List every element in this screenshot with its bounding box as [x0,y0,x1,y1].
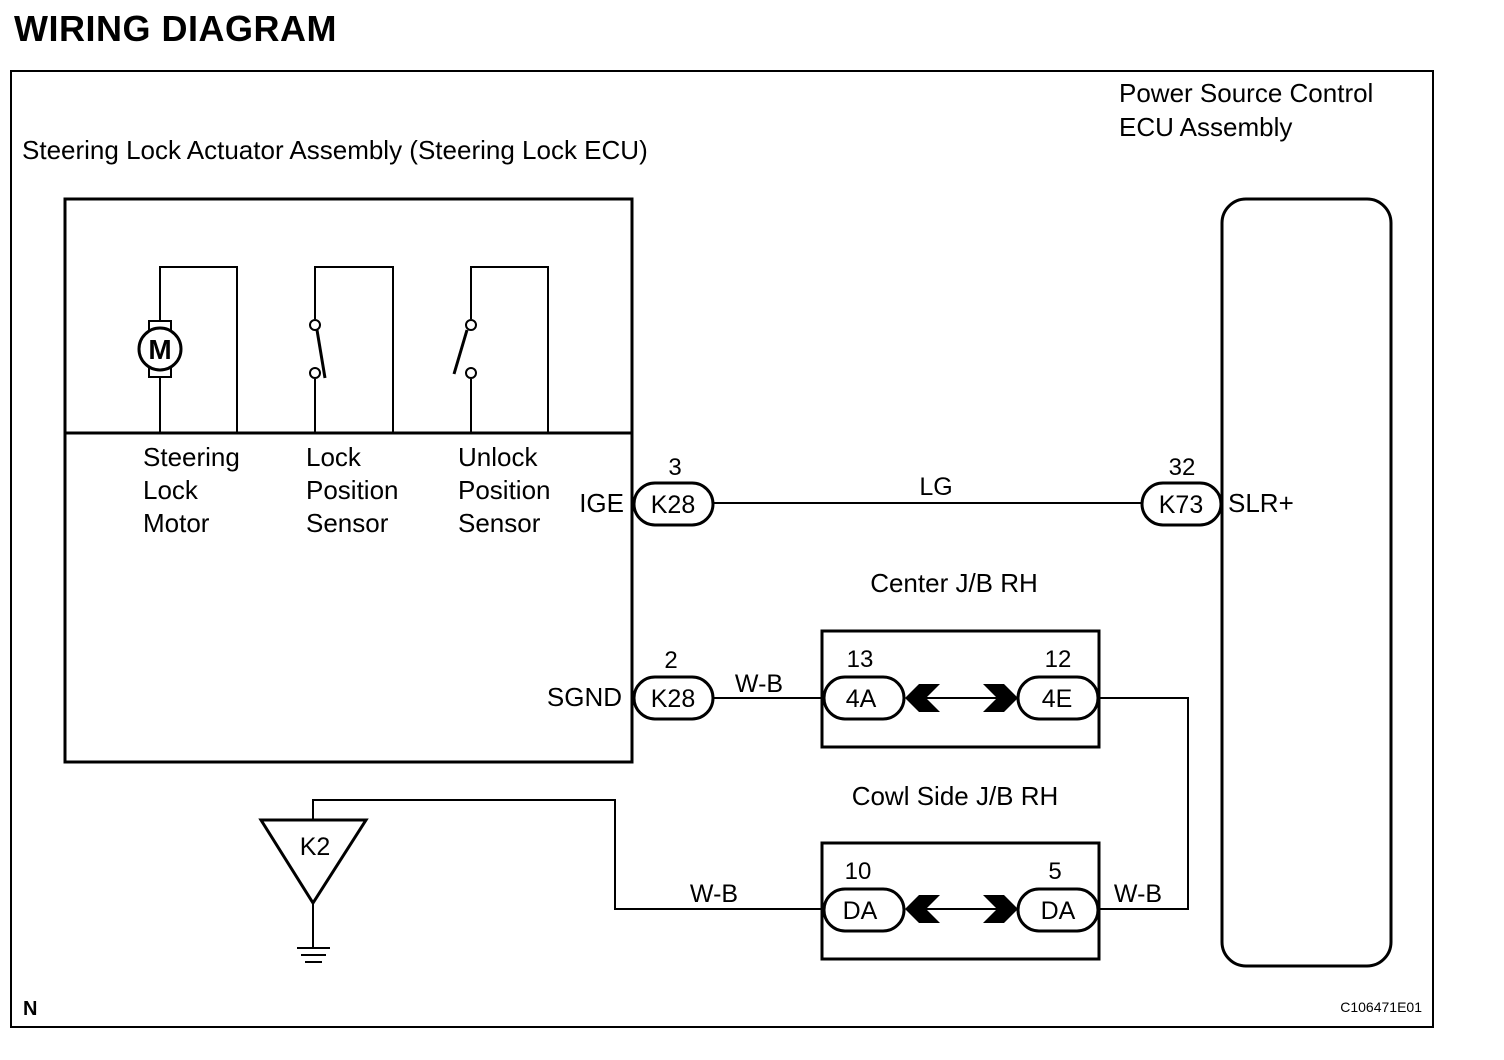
unlock-sensor-label-2: Position [458,475,551,505]
figure-code: C106471E01 [1340,999,1422,1015]
cowl-jb-internal-link [905,895,1018,923]
center-left-code: 4A [846,685,877,713]
motor-label-3: Motor [143,508,210,538]
motor-label-2: Lock [143,475,199,505]
unlock-sensor-label-3: Sensor [458,508,541,538]
motor-letter: M [148,334,171,365]
center-right-code: 4E [1042,685,1073,713]
unlock-sensor-switch [452,266,549,433]
cowl-left-code: DA [843,897,878,925]
center-jb-label: Center J/B RH [870,568,1038,598]
wb-wire-2 [312,799,824,910]
ground-k2-symbol: K2 [258,818,369,963]
k28-bottom-pin: 2 [664,647,677,674]
ige-terminal-label: IGE [579,488,624,518]
cowl-right-code: DA [1041,897,1076,925]
lock-sensor-label-2: Position [306,475,399,505]
wb-wire-3-label: W-B [1114,880,1162,908]
wb-wire-1-label: W-B [735,670,783,698]
motor-label-1: Steering [143,442,240,472]
center-right-pin: 12 [1045,646,1072,673]
unlock-sensor-label-1: Unlock [458,442,538,472]
sgnd-terminal-label: SGND [547,682,622,712]
center-jb-connector-4a: 13 4A [822,646,906,721]
cowl-right-pin: 5 [1048,858,1061,885]
cowl-jb-connector-da-left: 10 DA [822,858,906,933]
lock-sensor-switch [309,266,394,433]
center-left-pin: 13 [847,646,874,673]
k73-connector: 32 K73 [1140,454,1223,527]
k73-pin: 32 [1169,454,1196,481]
corner-n-label: N [23,998,37,1020]
cowl-jb-label: Cowl Side J/B RH [852,781,1059,811]
lock-sensor-label-3: Sensor [306,508,389,538]
ground-code: K2 [300,833,331,861]
ecu-label-line1: Power Source Control [1119,78,1373,108]
wb-wire-2-label: W-B [690,880,738,908]
diagram-frame [10,70,1434,1028]
cowl-left-pin: 10 [845,858,872,885]
k28-connector-bottom: 2 K28 [632,647,715,721]
k28-connector-top: 3 K28 [632,454,715,527]
k28-top-pin: 3 [668,454,681,481]
k73-code: K73 [1159,491,1203,519]
ecu-label-line2: ECU Assembly [1119,112,1292,142]
lock-sensor-label-1: Lock [306,442,362,472]
center-jb-box [820,629,1101,749]
diagram-title: WIRING DIAGRAM [14,8,337,49]
k28-top-code: K28 [651,491,695,519]
slr-terminal-label: SLR+ [1228,488,1294,518]
k28-bottom-code: K28 [651,685,695,713]
steering-assembly-label: Steering Lock Actuator Assembly (Steerin… [22,135,648,165]
cowl-jb-connector-da-right: 5 DA [1016,858,1100,933]
cowl-jb-box [820,841,1101,961]
jb-link-wire [1098,697,1189,910]
power-source-ecu-box [1220,197,1393,968]
motor-symbol: M [137,266,238,433]
center-jb-internal-link [905,684,1018,712]
lg-wire-label: LG [919,473,952,501]
center-jb-connector-4e: 12 4E [1016,646,1100,721]
